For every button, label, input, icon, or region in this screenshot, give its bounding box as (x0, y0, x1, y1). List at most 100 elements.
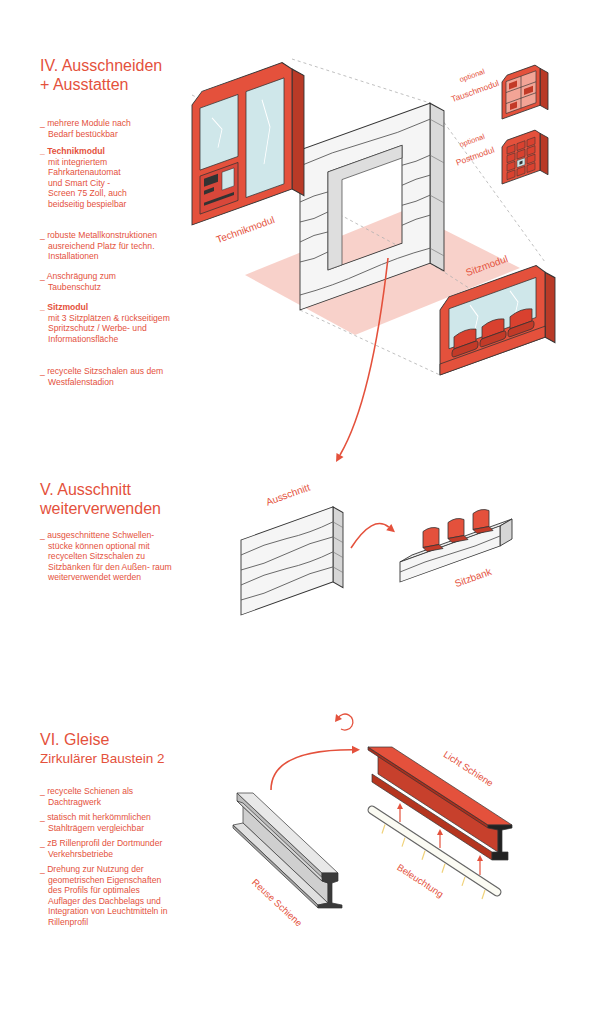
swap-module (502, 60, 548, 126)
part-label: optional (458, 66, 486, 83)
post-module (507, 170, 515, 180)
reuse-rail (237, 801, 328, 883)
swap-module (502, 60, 548, 126)
part-label: Licht Schiene (441, 748, 495, 788)
illustrated-part: optionalPostmodul (450, 120, 550, 182)
bench (400, 510, 512, 583)
swap-module (509, 81, 517, 90)
post-module (520, 161, 523, 165)
mount-arrow (397, 803, 483, 875)
light-ray (382, 825, 385, 834)
technik-module (192, 55, 304, 236)
connector-line (271, 750, 352, 790)
technik-module (212, 114, 222, 150)
bullet-note: _ mehrere Module nach Bedarf bestückbar (40, 118, 153, 139)
bullet-note: _ statisch mit herkömmlichen Stahlträger… (40, 812, 186, 833)
technik-module (222, 168, 234, 190)
mount-arrow (479, 860, 480, 875)
post-module (507, 161, 515, 171)
bullet-note: mit 3 Sitzplätzen & rückseitigem Spritzs… (48, 313, 180, 345)
post-module (517, 166, 525, 176)
mount-arrow (397, 803, 403, 809)
technik-module (292, 65, 304, 200)
post-module (517, 149, 525, 159)
bench (500, 519, 512, 546)
cutout-block (241, 507, 333, 615)
post-module (517, 158, 525, 168)
post-module (540, 130, 548, 177)
section-heading: IV. Ausschneiden + Ausstatten (40, 56, 170, 94)
part-label: Sitzmodul (464, 253, 509, 279)
seat-module (508, 320, 534, 337)
illustrated-part: Sitzmodul (435, 240, 560, 380)
seat-module (440, 259, 555, 385)
swap-module (540, 65, 548, 112)
light-rail (368, 747, 488, 828)
light-ray (382, 825, 485, 900)
sleeper-frame (300, 103, 430, 310)
technik-module (200, 162, 238, 214)
seat-module (480, 330, 506, 347)
bullet-note: _ Drehung zur Nutzung der geometrischen … (40, 864, 170, 927)
bullet-note: _ recycelte Schienen als Dachtragwerk (40, 786, 160, 807)
illustrated-part: Reuse Schiene (215, 790, 355, 930)
bullet-note: _ robuste Metallkonstruktionen ausreiche… (40, 230, 180, 262)
part-label: Technikmodul (214, 214, 276, 246)
mount-arrow (477, 855, 483, 861)
swap-module (502, 63, 540, 119)
sleeper-frame (430, 114, 444, 261)
post-module (507, 153, 515, 163)
connector-arrow (271, 746, 360, 790)
cutout-block (241, 520, 333, 601)
light-rail (368, 747, 512, 860)
mount-arrow (437, 829, 443, 835)
mount-arrow (439, 834, 440, 848)
rotation-symbol (335, 714, 342, 722)
illustrated-part: Technikmodul (185, 50, 315, 250)
cutout-arrow (336, 258, 388, 462)
cutout-block (333, 503, 343, 591)
bullet-note: mit integriertem Fahrkartenautomat und S… (48, 157, 128, 210)
part-label: Ausschnitt (264, 482, 311, 509)
swap-module (524, 86, 533, 95)
bullet-heading: _ Technikmodul (40, 146, 168, 157)
part-label: optional (458, 131, 486, 148)
technik-module (204, 187, 214, 195)
rotation-symbol (335, 714, 353, 730)
cutout-block (241, 503, 343, 624)
reuse-rail (237, 793, 338, 873)
connector-arrow (351, 524, 395, 548)
technik-module (246, 78, 284, 198)
sleeper-frame (300, 118, 430, 297)
section-heading: V. Ausschnitt weiterverwenden (40, 480, 175, 518)
cutout-block (333, 518, 343, 576)
light-ray (402, 838, 405, 847)
cutout-arrow (336, 453, 344, 462)
post-module (527, 163, 535, 173)
mount-arrow (399, 808, 400, 822)
section-heading: VI. Gleise (40, 730, 180, 749)
sleeper-frame (300, 98, 444, 323)
post-module (502, 125, 548, 191)
bench (423, 527, 493, 552)
illustrated-part: Sitzbank (395, 500, 525, 592)
swap-module (506, 71, 536, 114)
light-ray (422, 851, 425, 860)
swap-module (510, 102, 517, 111)
projection-line (192, 59, 545, 375)
light-ray (462, 877, 465, 886)
projection-line (430, 103, 545, 262)
projection-line (300, 310, 440, 375)
post-module (502, 128, 540, 184)
post-module (517, 141, 525, 151)
projection-line (292, 59, 430, 103)
post-module (507, 144, 515, 154)
connector-line (351, 524, 389, 548)
seat-module (440, 262, 545, 375)
bullet-note: _ Anschrägung zum Taubenschutz (40, 271, 143, 292)
bullet-note: _ zB Rillenprofil der Dortmunder Verkehr… (40, 838, 186, 859)
post-module (502, 125, 548, 191)
arrow-head (386, 524, 395, 532)
part-label: Sitzbank (453, 566, 493, 590)
